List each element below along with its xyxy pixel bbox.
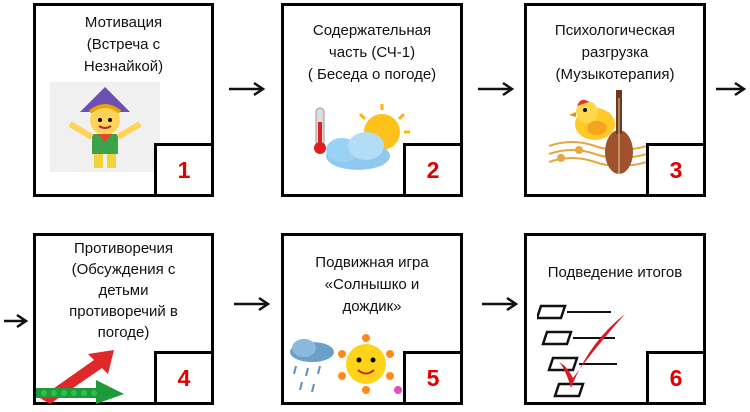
step-number: 4 bbox=[154, 351, 214, 405]
step-title: Мотивация (Встреча с Незнайкой) bbox=[83, 14, 164, 75]
neznaika-cartoon-icon bbox=[50, 82, 160, 172]
sun-rain-cloud-icon bbox=[290, 334, 402, 394]
step-5-outdoor-game: Подвижная игра «Солнышко и дождик» 5 bbox=[281, 233, 463, 405]
arrow-right-icon bbox=[716, 81, 747, 97]
step-title: Психологическая разгрузка (Музыкотерапия… bbox=[554, 22, 676, 83]
step-3-music-therapy: Психологическая разгрузка (Музыкотерапия… bbox=[524, 3, 706, 197]
arrow-right-icon bbox=[234, 296, 271, 312]
arrow-right-icon bbox=[482, 296, 519, 312]
weather-sun-cloud-icon bbox=[314, 104, 410, 170]
step-number: 5 bbox=[403, 351, 463, 405]
step-title: Подвижная игра «Солнышко и дождик» bbox=[315, 254, 429, 315]
step-title: Противоречия (Обсуждения с детьми против… bbox=[69, 240, 178, 341]
arrow-right-icon bbox=[229, 81, 266, 97]
crossing-arrows-icon bbox=[36, 350, 124, 404]
step-number: 1 bbox=[154, 143, 214, 197]
step-4-contradictions: Противоречия (Обсуждения с детьми против… bbox=[33, 233, 214, 405]
bird-cello-music-icon bbox=[548, 90, 648, 174]
step-title: Подведение итогов bbox=[547, 264, 683, 281]
step-2-weather-talk: Содержательная часть (СЧ-1) ( Беседа о п… bbox=[281, 3, 463, 197]
step-number: 6 bbox=[646, 351, 706, 405]
step-title: Содержательная часть (СЧ-1) ( Беседа о п… bbox=[307, 22, 437, 83]
arrow-right-icon bbox=[4, 313, 29, 329]
step-number: 2 bbox=[403, 143, 463, 197]
step-number: 3 bbox=[646, 143, 706, 197]
checklist-checkmark-icon bbox=[537, 304, 625, 398]
step-6-summary: Подведение итогов 6 bbox=[524, 233, 706, 405]
step-1-motivation: Мотивация (Встреча с Незнайкой) 1 bbox=[33, 3, 214, 197]
arrow-right-icon bbox=[478, 81, 515, 97]
